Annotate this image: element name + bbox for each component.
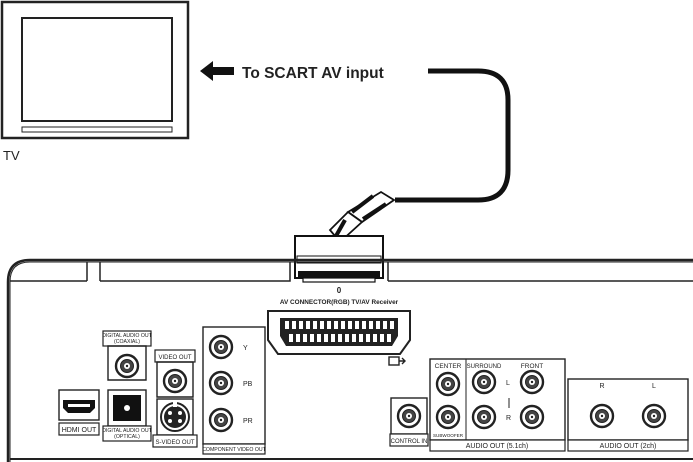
stereo-r-label: R <box>599 383 604 390</box>
tv-label: TV <box>3 148 20 163</box>
center-jack <box>435 371 461 397</box>
s-video-port <box>156 398 194 436</box>
video-out-label: VIDEO OUT <box>158 355 191 361</box>
video-out-jack <box>162 368 188 394</box>
component-pr-jack <box>208 407 234 433</box>
scart-port <box>267 310 411 355</box>
coaxial-jack <box>114 353 140 379</box>
front-r-jack <box>519 404 545 430</box>
channel-l-label: L <box>506 380 510 387</box>
front-l-jack <box>519 369 545 395</box>
center-label: CENTER <box>435 363 462 370</box>
stereo-l-label: L <box>652 383 656 390</box>
optical-label: DIGITAL AUDIO OUT(OPTICAL) <box>102 428 152 440</box>
arrow-left-icon <box>200 61 234 81</box>
control-in-label: CONTROL IN <box>391 439 428 445</box>
optical-port <box>107 389 147 427</box>
component-y-label: Y <box>243 345 248 352</box>
coaxial-label: DIGITAL AUDIO OUT(COAXIAL) <box>102 333 152 345</box>
rear-panel <box>6 258 693 462</box>
s-video-out-label: S-VIDEO OUT <box>155 440 194 446</box>
scart-cable <box>395 68 511 203</box>
scart-plug-label: 0 <box>337 286 342 295</box>
hdmi-port <box>58 389 100 421</box>
audio-out-2ch-label: AUDIO OUT (2ch) <box>600 443 657 450</box>
hdmi-out-label: HDMI OUT <box>62 427 97 434</box>
channel-r-label: R <box>506 415 511 422</box>
scart-port-label: AV CONNECTOR(RGB) TV/AV Receiver <box>280 299 399 306</box>
component-pr-label: PR <box>243 418 253 425</box>
tv-illustration <box>0 0 190 140</box>
stereo-l-jack <box>641 403 667 429</box>
surround-r-jack <box>471 404 497 430</box>
subwoofer-label: SUBWOOFER <box>433 433 464 438</box>
front-label: FRONT <box>521 363 543 370</box>
stereo-2ch-group <box>567 378 689 452</box>
component-pb-label: PB <box>243 381 253 388</box>
surround-l-jack <box>471 369 497 395</box>
stereo-r-jack <box>589 403 615 429</box>
subwoofer-jack <box>435 404 461 430</box>
component-y-jack <box>208 334 234 360</box>
control-in-port <box>390 397 428 435</box>
scart-plug <box>294 190 396 283</box>
scart-symbol-icon <box>388 356 406 366</box>
audio-out-51-label: AUDIO OUT (5.1ch) <box>466 443 529 450</box>
component-label: COMPONENT VIDEO OUT <box>202 447 266 453</box>
component-pb-jack <box>208 370 234 396</box>
cable-label: To SCART AV input <box>242 65 384 82</box>
surround-label: SURROUND <box>467 364 502 370</box>
